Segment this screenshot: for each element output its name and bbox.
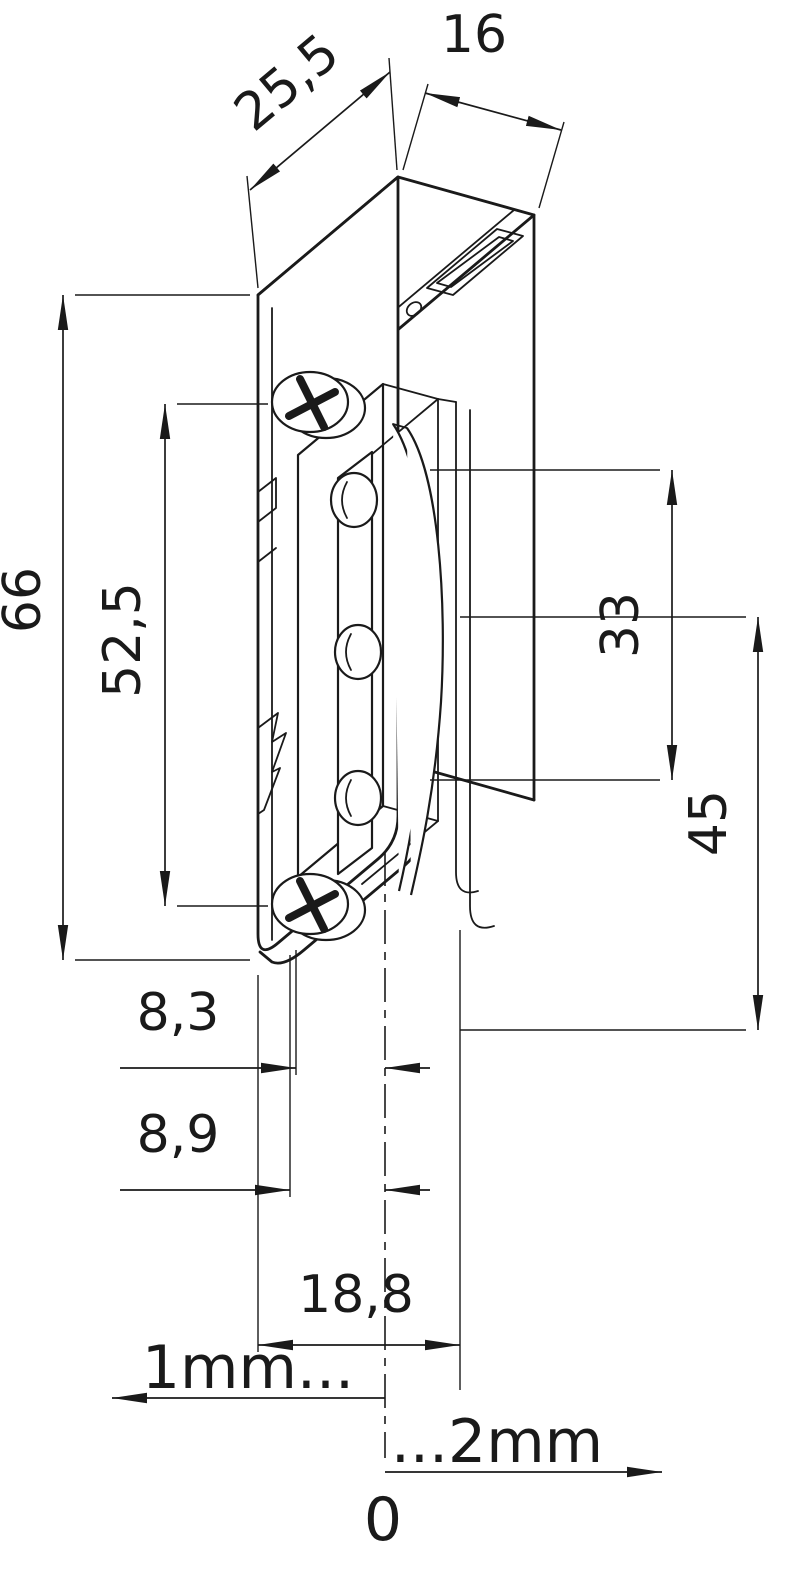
adjustment-range: 1mm... ...2mm 0 bbox=[112, 1333, 662, 1555]
dim-latch-33: 33 bbox=[430, 469, 678, 781]
screw-bottom bbox=[270, 872, 367, 942]
dim-label-offset-2: 8,9 bbox=[137, 1105, 220, 1165]
strike-lip bbox=[392, 398, 495, 929]
adjustment-zero-label: 0 bbox=[364, 1485, 402, 1555]
dim-label-offset-1: 8,3 bbox=[137, 983, 220, 1043]
dim-label-height: 66 bbox=[0, 567, 53, 633]
dim-label-faceplate: 18,8 bbox=[298, 1265, 414, 1325]
bottom-extension-lines bbox=[257, 930, 461, 1390]
keeper-knuckle-1 bbox=[329, 471, 379, 529]
dim-height-66: 66 bbox=[0, 294, 250, 961]
dim-label-lip: 45 bbox=[679, 790, 739, 856]
dim-lip-45: 45 bbox=[460, 616, 764, 1031]
keeper-knuckle-3 bbox=[333, 769, 383, 827]
dim-label-depth: 16 bbox=[441, 5, 507, 65]
adjustment-right-label: ...2mm bbox=[391, 1407, 603, 1477]
edge-notch-1 bbox=[257, 477, 277, 523]
dim-faceplate-18-8: 18,8 bbox=[258, 1265, 460, 1351]
top-hole-2 bbox=[405, 301, 423, 317]
adjustment-tab bbox=[257, 712, 287, 815]
dim-label-latch: 33 bbox=[591, 592, 651, 658]
screw-top bbox=[270, 370, 367, 440]
top-slot bbox=[426, 228, 524, 296]
dim-label-width: 25,5 bbox=[223, 23, 350, 143]
keeper-jaw bbox=[329, 450, 383, 876]
keeper-knuckle-2 bbox=[333, 623, 383, 681]
edge-notch-2 bbox=[257, 547, 277, 563]
dim-screws-52-5: 52,5 bbox=[93, 403, 268, 907]
dim-offset-8-3: 8,3 bbox=[120, 983, 430, 1074]
strike-body bbox=[256, 175, 536, 965]
dim-depth-16: 16 bbox=[402, 5, 565, 209]
dim-label-screws: 52,5 bbox=[93, 582, 153, 698]
adjustment-left-label: 1mm... bbox=[142, 1333, 354, 1403]
dim-offset-8-9: 8,9 bbox=[120, 1105, 430, 1196]
